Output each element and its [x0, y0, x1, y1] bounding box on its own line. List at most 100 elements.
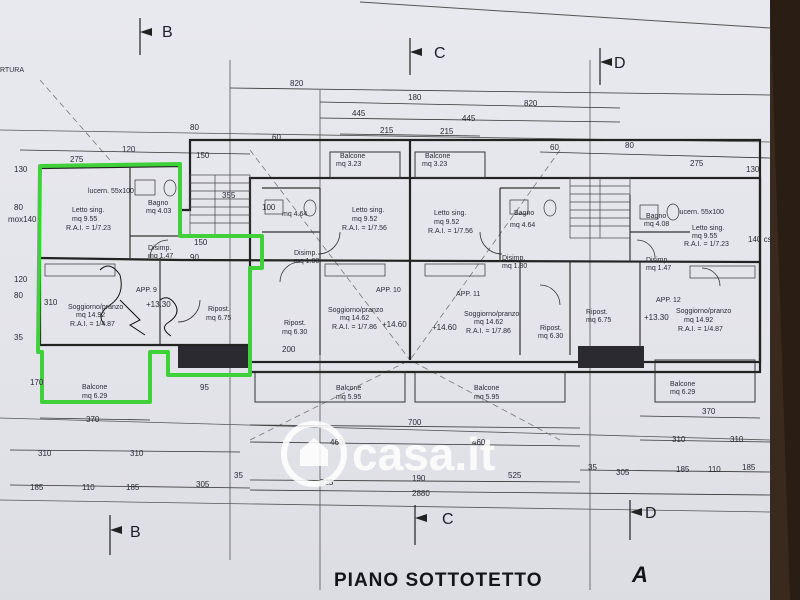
balcone-right-area: mq 6.29: [670, 389, 695, 396]
section-marker-b-top: B: [162, 24, 173, 41]
dim-top-80-right: 80: [625, 141, 634, 150]
section-marker-d-bottom: D: [645, 505, 657, 522]
background-edge: [770, 0, 800, 600]
level-right: +13.30: [644, 313, 669, 322]
dim-top-820-left: 820: [290, 79, 304, 88]
dim-side-355: 355: [222, 191, 236, 200]
dim-side-170: 170: [30, 378, 44, 387]
room-lucern-right: lucern. 55x100: [678, 209, 724, 216]
room-letto-right-rai: R.A.I. = 1/7.23: [684, 241, 729, 248]
sheet-letter: A: [631, 562, 649, 587]
dim-bottom-2880: 2880: [412, 489, 430, 498]
dim-top-80-left: 80: [190, 123, 199, 132]
room-bagno-left-name: Bagno: [148, 200, 168, 207]
dim-top-180: 180: [408, 93, 422, 102]
balcone-c2-name: Balcone: [474, 385, 499, 392]
room-disimp-c2-area: mq 1.80: [502, 263, 527, 270]
room-letto-c1-area: mq 9.52: [352, 216, 377, 223]
dim-side-200: 200: [282, 345, 296, 354]
room-soggiorno-right-rai: R.A.I. = 1/4.87: [678, 326, 723, 333]
room-soggiorno-c2-area: mq 14.62: [474, 319, 503, 326]
dim-bottom-35-b: 35: [588, 463, 597, 472]
room-soggiorno-c1-name: Soggiorno/pranzo: [328, 307, 383, 314]
room-disimp-left: Disimp.: [148, 245, 171, 252]
balcone-right-name: Balcone: [670, 381, 695, 388]
section-markers: [109, 18, 642, 555]
dim-side-80-lower: 80: [14, 291, 23, 300]
room-bagno-c2-name: Bagno: [514, 210, 534, 217]
room-soggiorno-left-rai: R.A.I. = 1/4.87: [70, 321, 115, 328]
dim-side-95: 95: [200, 383, 209, 392]
room-bagno-c1-area: mq 4.64: [282, 211, 307, 218]
staircase-right: [569, 177, 631, 239]
room-bagno-right-area: mq 4.08: [644, 221, 669, 228]
room-letto-c1-name: Letto sing.: [352, 207, 384, 214]
room-soggiorno-c2-name: Soggiorno/pranzo: [464, 311, 519, 318]
section-marker-c-bottom: C: [442, 511, 454, 528]
section-marker-b-bottom: B: [130, 524, 141, 541]
balcone-left-name: Balcone: [82, 384, 107, 391]
label-app-12: APP. 12: [656, 297, 681, 304]
dim-side-35: 35: [14, 333, 23, 342]
dim-bottom-370-right: 370: [702, 407, 716, 416]
dim-side-120: 120: [14, 275, 28, 284]
room-soggiorno-left-area: mq 14.92: [76, 312, 105, 319]
dim-top-275-right: 275: [690, 159, 704, 168]
kitchen-counters: [44, 263, 756, 279]
dim-bottom-310-c: 310: [672, 435, 686, 444]
dim-side-mox140: mox140: [8, 215, 37, 224]
roof-lines: [39, 79, 561, 441]
dim-side-130-left: 130: [14, 165, 28, 174]
label-app-9: APP. 9: [136, 287, 157, 294]
room-letto-right-area: mq 9.55: [692, 233, 717, 240]
room-ripost-c1-area: mq 6.30: [282, 329, 307, 336]
room-letto-c1-rai: R.A.I. = 1/7.56: [342, 225, 387, 232]
dim-bottom-190: 190: [412, 474, 426, 483]
staircase-left: [189, 174, 251, 236]
room-letto-left-area: mq 9.55: [72, 216, 97, 223]
room-disimp-c2: Disimp.: [502, 255, 525, 262]
room-soggiorno-right-area: mq 14.92: [684, 317, 713, 324]
room-ripost-left-area: mq 6.75: [206, 315, 231, 322]
section-marker-d-top: D: [614, 55, 626, 72]
room-letto-c2-name: Letto sing.: [434, 210, 466, 217]
room-bagno-right-name: Bagno: [646, 213, 666, 220]
section-marker-c-top: C: [434, 45, 446, 62]
dim-side-90: 90: [190, 253, 199, 262]
dim-bottom-310-a: 310: [38, 449, 52, 458]
dim-bottom-460-a: 460: [330, 438, 344, 447]
dim-top-60-left: 60: [272, 133, 281, 142]
dim-side-80: 80: [14, 203, 23, 212]
room-disimp-c1: Disimp.: [294, 250, 317, 257]
plan-title: PIANO SOTTOTETTO: [334, 570, 542, 591]
room-disimp-left-area: mq 1.47: [148, 253, 173, 260]
dim-top-215-right: 215: [440, 127, 454, 136]
dim-top-60-right: 60: [550, 143, 559, 152]
dim-bottom-35-a: 35: [234, 471, 243, 480]
sheet-line: [359, 1, 771, 29]
label-app-10: APP. 10: [376, 287, 401, 294]
balcone-top-left-area: mq 3.23: [336, 161, 361, 168]
room-bagno-c2-area: mq 4.64: [510, 222, 535, 229]
dim-bottom-185-c: 185: [676, 465, 690, 474]
dim-bottom-310-d: 310: [730, 435, 744, 444]
dim-top-150: 150: [196, 151, 210, 160]
dim-top-445-left: 445: [352, 109, 366, 118]
room-ripost-c2-name: Ripost.: [540, 325, 562, 332]
dim-bottom-185-a: 185: [30, 483, 44, 492]
dim-top-275-left: 275: [70, 155, 84, 164]
room-letto-right-name: Letto sing.: [692, 225, 724, 232]
dim-bottom-310-b: 310: [130, 449, 144, 458]
balcone-c2-area: mq 5.95: [474, 394, 499, 401]
dim-side-150: 150: [194, 238, 208, 247]
room-bagno-left-area: mq 4.03: [146, 208, 171, 215]
dim-bottom-110-b: 110: [708, 465, 721, 474]
watermark-text: casa.it: [352, 428, 495, 480]
dim-bottom-110-a: 110: [82, 483, 95, 492]
signature-scribble: [99, 265, 178, 337]
dim-bottom-700: 700: [408, 418, 422, 427]
level-c2: +14.60: [432, 323, 457, 332]
dim-bottom-525-b: 525: [508, 471, 522, 480]
balcone-c1-name: Balcone: [336, 385, 361, 392]
dim-side-310: 310: [44, 298, 58, 307]
